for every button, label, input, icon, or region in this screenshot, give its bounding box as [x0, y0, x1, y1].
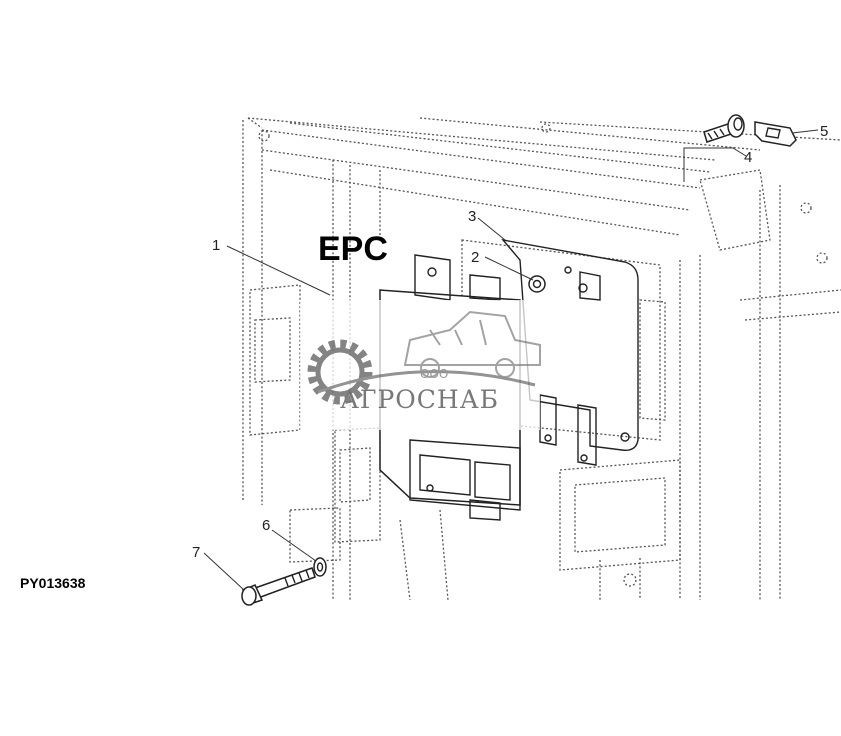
cab-frame	[242, 117, 841, 601]
washer-part-6	[313, 557, 327, 577]
bolt-part-4	[703, 114, 745, 143]
leader-lines	[203, 129, 819, 591]
clip-part-5	[754, 121, 797, 147]
watermark-company-name: АГРОСНАБ	[340, 385, 499, 414]
callout-6: 6	[262, 517, 270, 534]
nut-part-2	[528, 275, 546, 293]
callout-1: 1	[212, 237, 220, 254]
epc-label: EPC	[318, 230, 388, 268]
callout-2: 2	[471, 249, 479, 266]
mounting-plate	[501, 238, 639, 466]
watermark-logo: ООО АГРОСНАБ	[300, 300, 541, 430]
callout-4: 4	[744, 149, 752, 166]
callout-5: 5	[820, 123, 828, 140]
gear-icon	[307, 339, 373, 405]
callouts: 1 2 3 4 5 6 7	[192, 123, 828, 561]
callout-7: 7	[192, 544, 200, 561]
watermark-prefix: ООО	[420, 367, 448, 381]
figure-id: PY013638	[20, 575, 86, 591]
capscrew-part-7	[241, 567, 316, 606]
callout-3: 3	[468, 208, 476, 225]
